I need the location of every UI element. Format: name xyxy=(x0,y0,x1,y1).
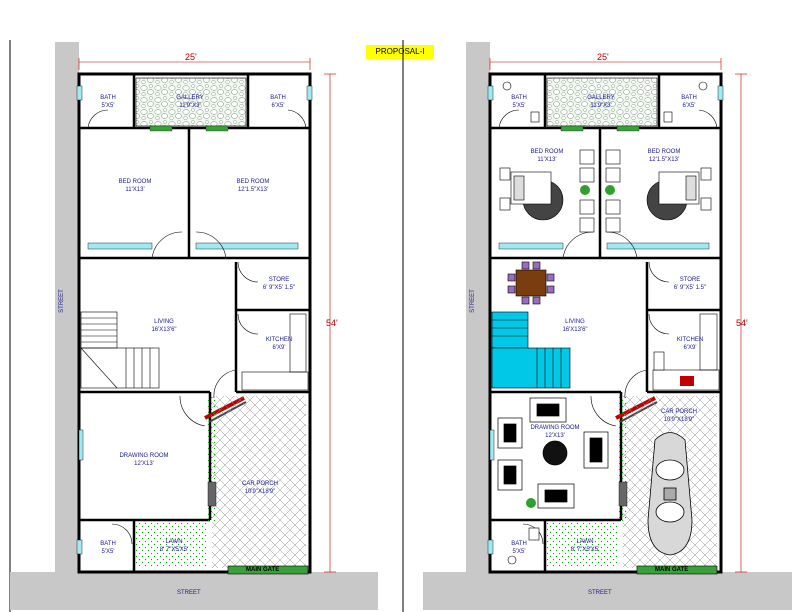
plan-right xyxy=(423,42,792,610)
outer-wall xyxy=(77,72,312,574)
car-porch-paving xyxy=(212,396,306,568)
staircase-right xyxy=(491,311,571,389)
street-side-strip xyxy=(55,42,79,572)
chairs-bedrooms xyxy=(579,149,621,233)
bed-left xyxy=(499,167,564,221)
bed-right xyxy=(646,167,712,221)
right-street-side-label: STREET xyxy=(469,289,476,313)
left-street-front-label: STREET xyxy=(177,590,201,596)
left-main-gate-label: MAIN GATE xyxy=(246,567,280,573)
gallery-pebbles xyxy=(135,77,247,127)
staircase-left xyxy=(80,311,160,389)
right-depth-dimension: 54' xyxy=(736,318,748,328)
right-main-gate-label: MAIN GATE xyxy=(655,567,689,573)
plan-left xyxy=(10,42,378,610)
left-width-dimension: 25' xyxy=(185,52,197,62)
main-gate-bar xyxy=(227,565,309,575)
right-street-front-label: STREET xyxy=(588,590,612,596)
right-width-dimension: 25' xyxy=(597,52,609,62)
proposal-title: PROPOSAL-I xyxy=(366,45,434,59)
left-street-side-label: STREET xyxy=(58,289,65,313)
sofa-set xyxy=(497,397,609,509)
left-depth-dimension: 54' xyxy=(326,318,338,328)
street-front-strip xyxy=(10,572,378,610)
car-icon xyxy=(647,432,693,556)
dining-table xyxy=(507,261,555,305)
